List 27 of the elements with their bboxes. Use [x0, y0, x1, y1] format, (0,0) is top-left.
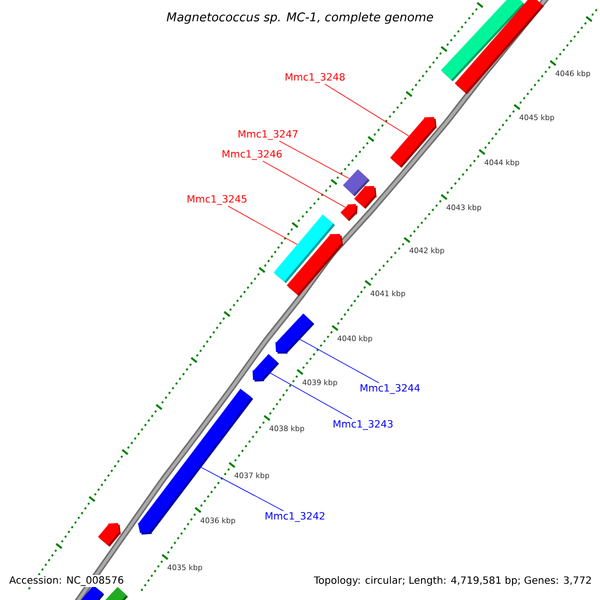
gene-label: Mmc1_3246	[222, 150, 282, 160]
gene-block	[340, 204, 358, 222]
gene-block	[354, 186, 377, 209]
leader-line	[278, 140, 350, 179]
gene-label: Mmc1_3248	[286, 73, 345, 83]
footer-text: Topology: circular; Length: 4,719,581 bp; Genes: 3,772	[312, 575, 593, 587]
gene-block	[252, 354, 280, 382]
gene-block	[104, 586, 128, 600]
gene-block	[390, 117, 437, 168]
gene-label: Mmc1_3243	[334, 420, 393, 430]
gene-block	[98, 523, 121, 547]
leader-line	[298, 338, 380, 384]
leader-line	[262, 160, 346, 208]
title: Magnetococcus sp. MC-1, complete genome	[166, 12, 434, 24]
gene-block	[454, 0, 544, 94]
gene-label: Mmc1_3244	[360, 384, 420, 394]
gene-block	[286, 234, 344, 296]
gene-label: Mmc1_3242	[266, 512, 324, 522]
footer-text: Accession: NC_008576	[8, 575, 125, 587]
leader-line	[324, 84, 410, 136]
gene-block	[275, 314, 314, 354]
gene-label: Mmc1_3247	[238, 130, 298, 140]
leader-line	[268, 372, 352, 420]
gene-label: Mmc1_3245	[188, 195, 246, 205]
leader-line	[199, 466, 284, 512]
gene-block	[138, 388, 254, 535]
leader-line	[228, 206, 298, 245]
